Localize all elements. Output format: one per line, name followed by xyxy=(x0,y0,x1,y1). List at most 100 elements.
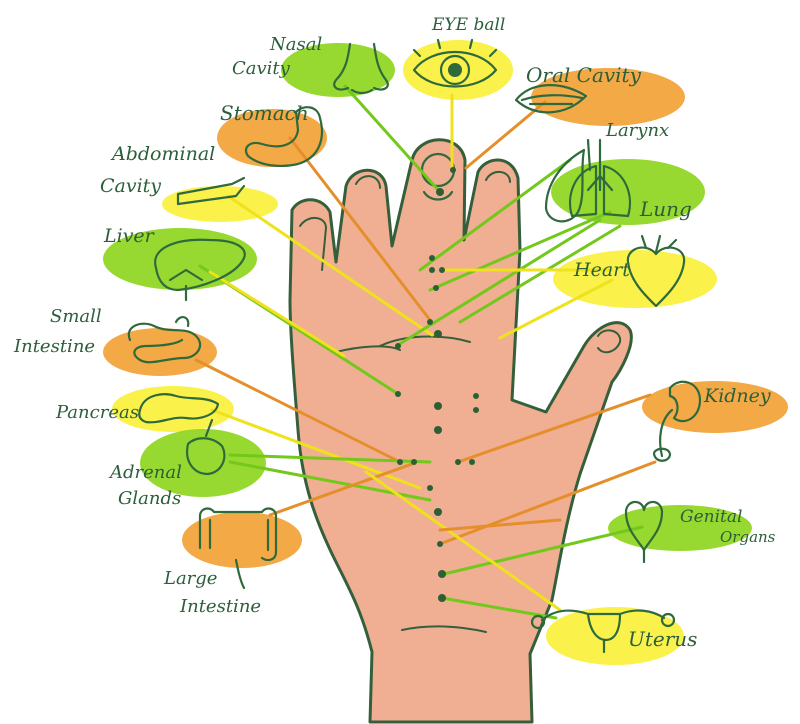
line-genital xyxy=(442,525,644,576)
organ-labels: Nasal Cavity EYE ball Oral Cavity Stomac… xyxy=(13,15,776,651)
nose-icon xyxy=(333,42,389,95)
label-stomach: Stomach xyxy=(220,101,309,125)
larynx-icon xyxy=(544,138,592,223)
finger-detail-ring xyxy=(355,175,381,189)
genital-organs-icon xyxy=(624,500,664,564)
reflex-point xyxy=(436,188,444,196)
label-larynx: Larynx xyxy=(605,120,669,141)
blob-adrenal xyxy=(140,429,266,497)
blob-heart xyxy=(553,250,717,308)
label-nasal-line2: Cavity xyxy=(232,58,291,79)
line-lung-1 xyxy=(428,210,612,292)
reflex-point xyxy=(395,391,401,397)
label-heart: Heart xyxy=(573,259,630,281)
heart-icon xyxy=(626,234,686,308)
line-uterus-2 xyxy=(364,470,562,612)
wrist-crease xyxy=(401,625,487,633)
blob-small-intestine xyxy=(103,328,217,376)
blob-liver xyxy=(103,228,257,290)
label-small-int-line2: Intestine xyxy=(13,336,95,357)
label-genital-line2: Organs xyxy=(720,528,776,546)
line-large-int-3 xyxy=(438,518,562,532)
label-large-int-line2: Intestine xyxy=(179,596,261,617)
blob-abdominal xyxy=(162,186,278,222)
line-large-intestine xyxy=(268,462,414,517)
label-abdominal-line1: Abdominal xyxy=(110,143,215,165)
line-genital-2 xyxy=(438,460,657,546)
reflex-points xyxy=(395,167,479,602)
line-nasal xyxy=(343,84,442,194)
reflex-point xyxy=(439,267,445,273)
blob-genital xyxy=(608,505,752,551)
liver-icon xyxy=(154,238,246,302)
label-nasal-line1: Nasal xyxy=(269,34,322,55)
label-blobs xyxy=(103,40,788,665)
reflex-point xyxy=(433,285,439,291)
label-small-int-line1: Small xyxy=(50,306,102,327)
label-uterus: Uterus xyxy=(628,627,697,651)
reflex-point xyxy=(434,402,442,410)
label-large-int-line1: Large xyxy=(163,568,217,589)
label-genital-line1: Genital xyxy=(680,507,742,527)
eye-icon xyxy=(412,38,498,88)
stomach-icon xyxy=(244,106,324,167)
label-oral: Oral Cavity xyxy=(526,63,642,87)
hand xyxy=(288,138,633,724)
line-oral xyxy=(464,100,547,170)
reflex-point xyxy=(434,426,442,434)
reflex-point xyxy=(438,594,446,602)
label-lung: Lung xyxy=(639,197,692,221)
reflex-point xyxy=(434,508,442,516)
line-larynx-1 xyxy=(418,158,572,272)
reflex-point xyxy=(473,407,479,413)
line-uterus xyxy=(440,596,558,620)
reflex-point xyxy=(429,255,435,261)
palm-crease-1 xyxy=(335,345,401,353)
reflex-point xyxy=(411,459,417,465)
mouth-icon xyxy=(514,84,588,114)
reflex-point xyxy=(473,393,479,399)
kidney-icon xyxy=(652,380,702,462)
abdominal-cavity-icon xyxy=(176,176,246,206)
reflex-point xyxy=(469,459,475,465)
reflex-point xyxy=(450,167,456,173)
organ-sketches xyxy=(127,38,702,654)
label-kidney: Kidney xyxy=(703,385,771,407)
reflex-point xyxy=(438,570,446,578)
finger-detail-index xyxy=(485,171,511,183)
line-abdominal xyxy=(226,194,434,337)
lungs-icon xyxy=(568,138,632,218)
line-adrenal xyxy=(228,453,432,464)
line-small-intestine xyxy=(194,358,402,464)
reflex-point xyxy=(429,267,435,273)
palm-crease-2 xyxy=(379,335,471,347)
label-adrenal-line1: Adrenal xyxy=(108,462,182,483)
label-eye: EYE ball xyxy=(431,15,505,35)
label-liver: Liver xyxy=(103,225,156,247)
thumb-nail xyxy=(597,329,622,354)
uterus-icon xyxy=(530,609,676,654)
connector-lines xyxy=(194,84,657,620)
line-lung-3 xyxy=(458,224,622,324)
finger-detail-pinky xyxy=(299,217,328,271)
adrenal-glands-icon xyxy=(186,418,226,476)
line-liver-2 xyxy=(208,270,346,358)
blob-oral xyxy=(531,68,685,126)
small-intestine-icon xyxy=(127,316,202,364)
label-abdominal-line2: Cavity xyxy=(100,175,161,197)
reflex-point xyxy=(427,319,433,325)
reflex-point xyxy=(427,485,433,491)
reflex-point xyxy=(434,330,442,338)
line-kidney xyxy=(456,393,652,464)
blob-large-intestine xyxy=(182,512,302,568)
line-stomach xyxy=(288,136,432,322)
blob-nasal xyxy=(281,43,395,97)
reflex-point xyxy=(395,343,401,349)
reflex-point xyxy=(397,459,403,465)
pancreas-icon xyxy=(138,393,220,424)
middle-finger-face-body xyxy=(422,190,454,201)
label-adrenal-line2: Glands xyxy=(118,488,181,509)
reflex-point xyxy=(455,459,461,465)
